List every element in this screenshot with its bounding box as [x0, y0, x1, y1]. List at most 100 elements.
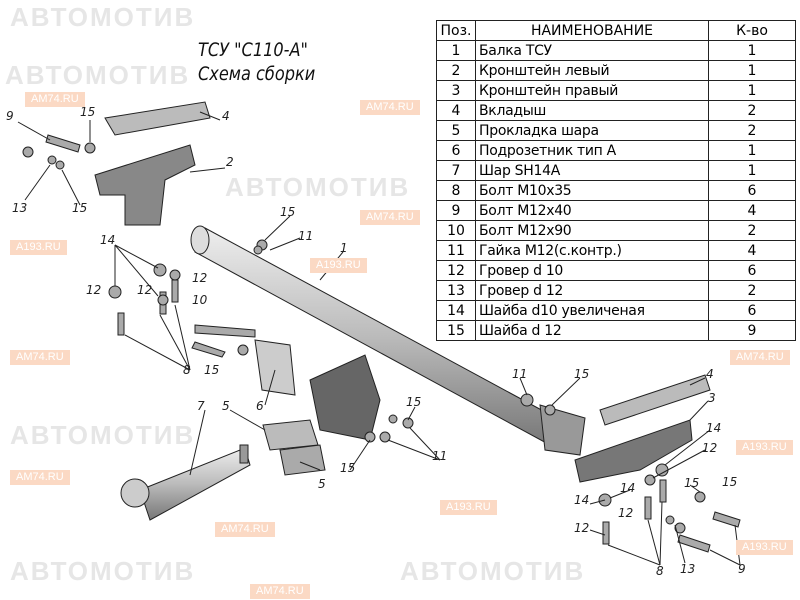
cell-name: Болт М12х90 — [475, 220, 709, 241]
diagram-title: ТСУ "С110-А" Схема сборки — [198, 38, 315, 86]
callout: 14 — [620, 481, 635, 495]
cell-name: Подрозетник тип А — [475, 140, 709, 161]
callout: 14 — [706, 421, 721, 435]
title-line-1: ТСУ "С110-А" — [198, 39, 308, 61]
cell-pos: 12 — [436, 260, 476, 281]
cell-pos: 15 — [436, 320, 476, 341]
watermark-brand: АВТОМОТИВ — [10, 420, 196, 450]
callout: 8 — [656, 564, 664, 578]
cell-qty: 2 — [708, 120, 796, 141]
watermark-site: A193.RU — [10, 240, 67, 255]
callout: 15 — [280, 205, 295, 219]
callout: 14 — [574, 493, 589, 507]
watermark-site: AM74.RU — [250, 584, 310, 599]
cell-qty: 2 — [708, 280, 796, 301]
callout: 7 — [197, 399, 205, 413]
watermark-brand: АВТОМОТИВ — [400, 556, 586, 586]
cell-qty: 1 — [708, 160, 796, 181]
callout: 5 — [222, 399, 230, 413]
callout: 1 — [340, 241, 348, 255]
header-pos: Поз. — [436, 20, 476, 41]
callout: 12 — [192, 271, 207, 285]
callout: 15 — [722, 475, 737, 489]
callout: 10 — [192, 293, 208, 307]
callout: 15 — [406, 395, 421, 409]
callout: 12 — [702, 441, 717, 455]
header-name: НАИМЕНОВАНИЕ — [475, 20, 709, 41]
watermark-brand: АВТОМОТИВ — [10, 2, 196, 32]
callout: 13 — [12, 201, 27, 215]
cell-name: Шайба d 12 — [475, 320, 709, 341]
cell-qty: 2 — [708, 100, 796, 121]
cell-pos: 4 — [436, 100, 476, 121]
cell-name: Балка ТСУ — [475, 40, 709, 61]
cell-qty: 1 — [708, 140, 796, 161]
cell-name: Кронштейн левый — [475, 60, 709, 81]
tow-ball — [120, 444, 251, 521]
callout: 9 — [738, 562, 746, 576]
right-bracket — [574, 374, 711, 483]
cell-name: Вкладыш — [475, 100, 709, 121]
watermark-site: A193.RU — [736, 540, 793, 555]
title-line-2: Схема сборки — [198, 63, 316, 85]
watermark-site: AM74.RU — [360, 100, 420, 115]
callout: 4 — [706, 367, 714, 381]
cell-name: Кронштейн правый — [475, 80, 709, 101]
callouts: 9 15 4 2 13 15 15 11 1 14 12 12 12 10 15… — [6, 105, 746, 578]
left-bracket — [94, 101, 211, 226]
callout: 14 — [100, 233, 115, 247]
tow-beam — [190, 225, 586, 456]
callout: 5 — [318, 477, 326, 491]
watermark-site: A193.RU — [310, 258, 367, 273]
watermark-site: A193.RU — [736, 440, 793, 455]
watermark-site: AM74.RU — [215, 522, 275, 537]
cell-qty: 1 — [708, 60, 796, 81]
cell-qty: 6 — [708, 180, 796, 201]
watermark-site: AM74.RU — [730, 350, 790, 365]
cell-name: Шайба d10 увеличеная — [475, 300, 709, 321]
callout: 13 — [680, 562, 695, 576]
callout: 11 — [298, 229, 313, 243]
cell-pos: 8 — [436, 180, 476, 201]
watermark-site: AM74.RU — [25, 92, 85, 107]
watermark-brand: АВТОМОТИВ — [10, 556, 196, 586]
callout: 2 — [226, 155, 234, 169]
watermark-site: A193.RU — [440, 500, 497, 515]
cell-pos: 7 — [436, 160, 476, 181]
cell-name: Гайка М12(с.контр.) — [475, 240, 709, 261]
callout: 4 — [222, 109, 230, 123]
cell-pos: 2 — [436, 60, 476, 81]
table-header: Поз. НАИМЕНОВАНИЕ К-во — [436, 20, 796, 41]
cell-pos: 5 — [436, 120, 476, 141]
callout: 15 — [340, 461, 355, 475]
cell-name: Гровер d 10 — [475, 260, 709, 281]
cell-qty: 6 — [708, 260, 796, 281]
cell-pos: 9 — [436, 200, 476, 221]
cell-name: Прокладка шара — [475, 120, 709, 141]
cell-qty: 1 — [708, 80, 796, 101]
cell-pos: 6 — [436, 140, 476, 161]
cell-pos: 14 — [436, 300, 476, 321]
leader-lines — [17, 111, 741, 566]
callout: 12 — [618, 506, 633, 520]
cell-qty: 9 — [708, 320, 796, 341]
cell-qty: 6 — [708, 300, 796, 321]
callout: 11 — [432, 449, 447, 463]
fasteners — [22, 134, 741, 553]
callout: 15 — [72, 201, 87, 215]
cell-pos: 3 — [436, 80, 476, 101]
cell-qty: 4 — [708, 200, 796, 221]
